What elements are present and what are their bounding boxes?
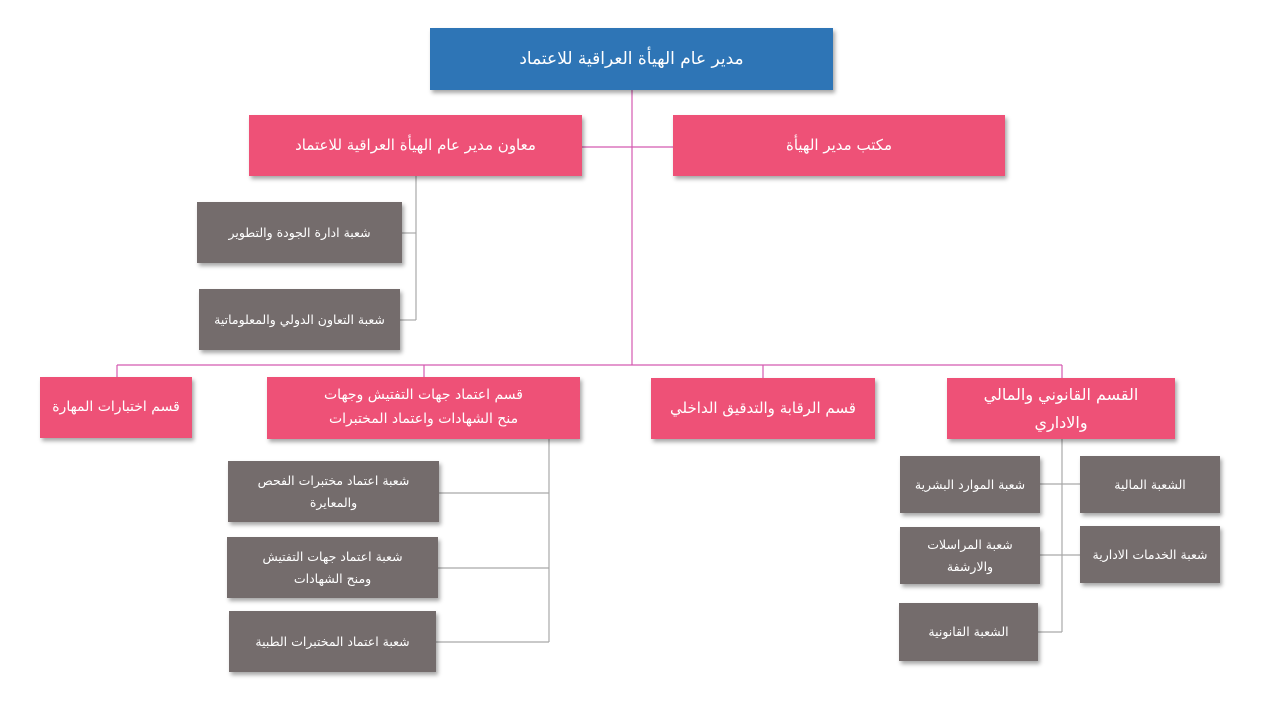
accreditation-dept-label-line2: منح الشهادات واعتماد المختبرات <box>328 411 519 427</box>
deputy-director-box: معاون مدير عام الهيأة العراقية للاعتماد <box>249 115 582 176</box>
director-general-box: مدير عام الهيأة العراقية للاعتماد <box>430 28 833 90</box>
calibration-labs-branch-box: شعبة اعتماد مختبرات الفحص والمعايرة <box>228 461 439 522</box>
legal-unit-branch-label: الشعبة القانونية <box>928 624 1009 640</box>
hr-branch-label: شعبة الموارد البشرية <box>914 476 1026 492</box>
inspection-certification-branch-box: شعبة اعتماد جهات التفتيش ومنح الشهادات <box>227 537 438 598</box>
cooperation-branch-label: شعبة التعاون الدولي والمعلوماتية <box>214 311 385 327</box>
accreditation-dept-box: قسم اعتماد جهات التفتيش وجهات منح الشهاد… <box>267 377 580 439</box>
legal-unit-branch-box: الشعبة القانونية <box>899 603 1038 661</box>
calibration-labs-branch-label: شعبة اعتماد مختبرات الفحص والمعايرة <box>257 473 410 510</box>
legal-financial-admin-dept-box: القسم القانوني والمالي والاداري <box>947 378 1175 439</box>
financial-branch-box: الشعبة المالية <box>1080 456 1220 513</box>
financial-branch-label: الشعبة المالية <box>1114 476 1186 492</box>
audit-dept-label: قسم الرقابة والتدقيق الداخلي <box>670 398 856 417</box>
hr-branch-box: شعبة الموارد البشرية <box>900 456 1040 513</box>
quality-branch-box: شعبة ادارة الجودة والتطوير <box>197 202 402 263</box>
skills-testing-dept-box: قسم اختبارات المهارة <box>40 377 192 438</box>
accreditation-dept-label-line1: قسم اعتماد جهات التفتيش وجهات <box>324 387 523 404</box>
inspection-certification-branch-label-line1: شعبة اعتماد جهات التفتيش <box>262 549 403 565</box>
quality-branch-label: شعبة ادارة الجودة والتطوير <box>228 224 371 240</box>
director-office-box: مكتب مدير الهيأة <box>673 115 1005 176</box>
admin-services-branch-box: شعبة الخدمات الادارية <box>1080 526 1220 583</box>
cooperation-branch-box: شعبة التعاون الدولي والمعلوماتية <box>199 289 400 350</box>
legal-financial-admin-dept-label: القسم القانوني والمالي والاداري <box>983 385 1139 432</box>
correspondence-branch-box: شعبة المراسلات والارشفة <box>900 527 1040 584</box>
inspection-certification-branch-label-line2: ومنح الشهادات <box>293 570 372 586</box>
director-general-label: مدير عام الهيأة العراقية للاعتماد <box>519 48 744 69</box>
deputy-director-label: معاون مدير عام الهيأة العراقية للاعتماد <box>295 135 536 154</box>
director-office-label: مكتب مدير الهيأة <box>785 135 893 154</box>
admin-services-branch-label: شعبة الخدمات الادارية <box>1092 546 1208 562</box>
correspondence-branch-label: شعبة المراسلات والارشفة <box>927 537 1013 574</box>
medical-labs-branch-label: شعبة اعتماد المختبرات الطبية <box>255 633 410 649</box>
audit-dept-box: قسم الرقابة والتدقيق الداخلي <box>651 378 875 439</box>
medical-labs-branch-box: شعبة اعتماد المختبرات الطبية <box>229 611 436 672</box>
skills-testing-dept-label: قسم اختبارات المهارة <box>52 398 180 415</box>
